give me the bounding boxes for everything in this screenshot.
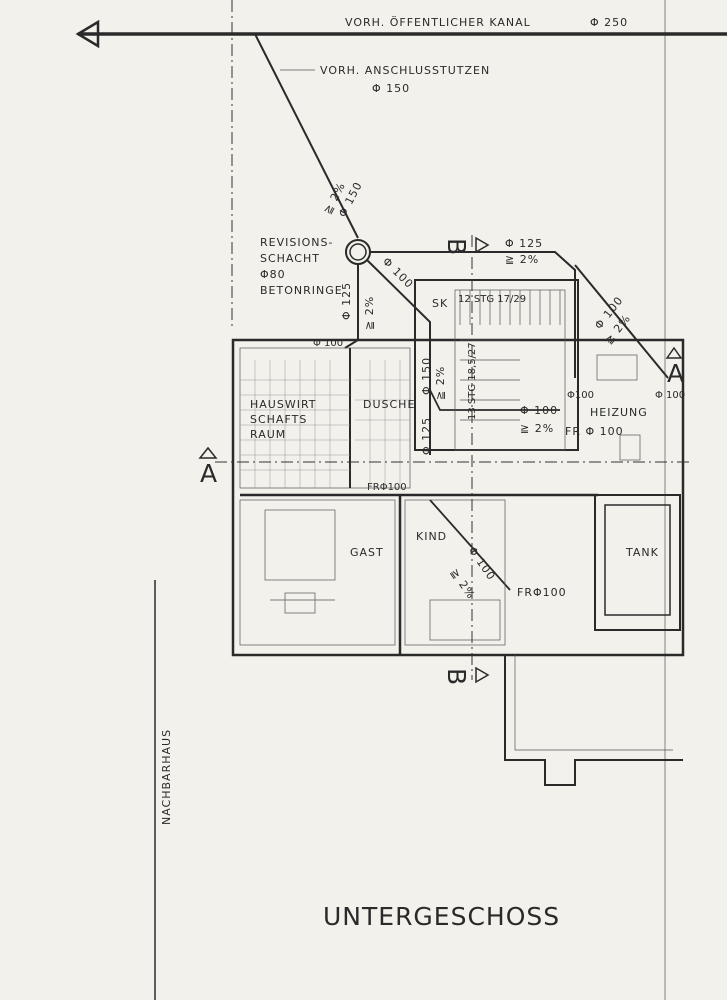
svg-text:B: B — [442, 668, 471, 686]
drawing-title: UNTERGESCHOSS — [323, 902, 560, 931]
sewer-diameter: Φ 250 — [590, 16, 628, 29]
svg-text:SCHACHT: SCHACHT — [260, 252, 320, 265]
svg-text:RAUM: RAUM — [250, 428, 286, 441]
room-hauswirtschaftsraum: HAUSWIRT — [250, 398, 317, 411]
svg-text:FRΦ100: FRΦ100 — [367, 482, 407, 493]
stairs: 12 STG 17/29 13 STG 18,5/27 — [458, 290, 561, 421]
svg-text:Φ80: Φ80 — [260, 268, 286, 281]
svg-text:Φ 125: Φ 125 — [420, 417, 433, 455]
svg-text:A: A — [667, 359, 685, 388]
svg-text:Φ 125: Φ 125 — [340, 282, 353, 320]
svg-text:Φ 100: Φ 100 — [380, 255, 416, 291]
svg-text:Φ 100: Φ 100 — [466, 544, 499, 583]
room-labels: HAUSWIRT SCHAFTS RAUM DUSCHE GAST KIND H… — [160, 297, 659, 825]
svg-text:≧ 2%: ≧ 2% — [505, 253, 539, 266]
svg-text:B: B — [442, 238, 471, 256]
svg-text:SCHAFTS: SCHAFTS — [250, 413, 307, 426]
room-heizung: HEIZUNG — [590, 406, 648, 419]
svg-text:≧ 2%: ≧ 2% — [363, 296, 376, 330]
svg-text:SK: SK — [432, 297, 448, 310]
svg-text:FRΦ100: FRΦ100 — [517, 586, 567, 599]
connection-stub: VORH. ANSCHLUSSTUTZEN Φ 150 Φ 150 ≧ 2% — [254, 33, 490, 239]
svg-text:Φ 150: Φ 150 — [372, 82, 410, 95]
room-kind: KIND — [416, 530, 447, 543]
svg-text:FR Φ 100: FR Φ 100 — [565, 425, 624, 438]
room-dusche: DUSCHE — [363, 398, 415, 411]
svg-text:13 STG 18,5/27: 13 STG 18,5/27 — [467, 342, 478, 420]
svg-text:REVISIONS-: REVISIONS- — [260, 236, 333, 249]
svg-text:≧ 2%: ≧ 2% — [520, 422, 554, 435]
svg-text:BETONRINGE: BETONRINGE — [260, 284, 343, 297]
svg-text:A: A — [200, 459, 218, 488]
public-sewer: VORH. ÖFFENTLICHER KANAL Φ 250 — [75, 16, 727, 49]
svg-text:≧ 2%: ≧ 2% — [434, 366, 447, 400]
section-markers: A A B B — [198, 235, 690, 686]
svg-text:Φ 125: Φ 125 — [505, 237, 543, 250]
building-walls — [231, 279, 685, 786]
svg-text:Φ 100: Φ 100 — [655, 390, 685, 401]
svg-text:Φ 100: Φ 100 — [520, 404, 558, 417]
room-gast: GAST — [350, 546, 384, 559]
svg-text:≧ 2%: ≧ 2% — [448, 566, 478, 601]
svg-text:Φ 100: Φ 100 — [313, 338, 343, 349]
sewer-label: VORH. ÖFFENTLICHER KANAL — [345, 16, 531, 29]
svg-text:12 STG 17/29: 12 STG 17/29 — [458, 294, 526, 305]
room-tank: TANK — [625, 546, 659, 559]
svg-text:Φ 150: Φ 150 — [420, 357, 433, 395]
neighbor-house-label: NACHBARHAUS — [160, 729, 173, 825]
floor-tiles — [240, 360, 410, 488]
svg-text:Φ100: Φ100 — [567, 390, 594, 401]
svg-text:VORH. ANSCHLUSSTUTZEN: VORH. ANSCHLUSSTUTZEN — [320, 64, 490, 77]
manhole: REVISIONS- SCHACHT Φ80 BETONRINGE — [260, 236, 371, 297]
